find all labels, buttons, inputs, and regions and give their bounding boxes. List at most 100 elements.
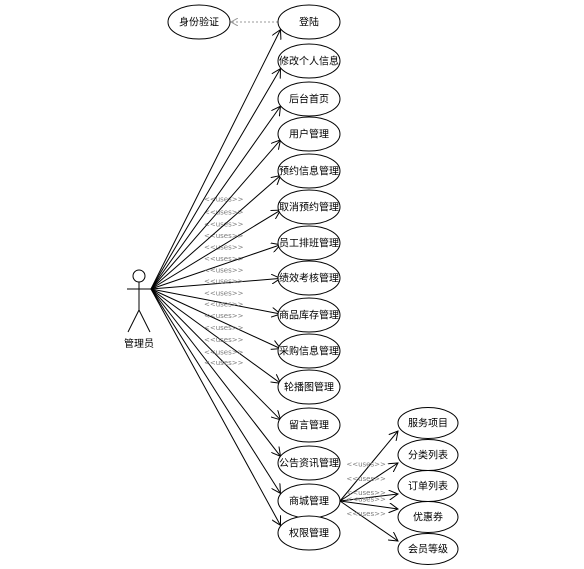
edge-performance: [150, 278, 280, 290]
edge-cancel-booking: [150, 210, 280, 290]
uses-label-cancel-booking: <<uses>>: [204, 255, 244, 263]
usecase-member-level-ellipse: [397, 533, 459, 565]
usecase-message: 留言管理: [277, 407, 341, 443]
uses-label-user-mgmt: <<uses>>: [204, 232, 244, 240]
usecase-cancel-booking-ellipse: [277, 189, 341, 225]
actor-figure: 管理员: [124, 269, 154, 350]
edge-category-list: [339, 463, 398, 502]
usecase-permission-label: 权限管理: [289, 527, 329, 540]
usecase-purchase-label: 采购信息管理: [279, 345, 339, 358]
usecase-service-items-ellipse: [397, 407, 459, 439]
usecase-message-label: 留言管理: [289, 419, 329, 432]
nodes-layer: 身份验证 登陆修改个人信息后台首页用户管理预约信息管理取消预约管理员工排班管理绩效…: [167, 4, 459, 565]
usecase-performance-ellipse: [277, 260, 341, 296]
auth-usecase-ellipse: [167, 4, 231, 40]
usecase-user-mgmt-ellipse: [277, 116, 341, 152]
edge-user-mgmt: [150, 140, 280, 290]
usecase-purchase-ellipse: [277, 333, 341, 369]
edge-login: [150, 30, 280, 290]
usecase-admin-home: 后台首页: [277, 81, 341, 117]
usecase-inventory-label: 商品库存管理: [279, 309, 339, 322]
uses-label-carousel: <<uses>>: [204, 312, 244, 320]
edge-news: [150, 288, 280, 456]
usecase-performance-label: 绩效考核管理: [279, 272, 339, 285]
edge-member-level: [339, 500, 398, 541]
uses-label-message: <<uses>>: [204, 324, 244, 332]
edge-message: [150, 288, 280, 420]
usecase-carousel-label: 轮播图管理: [284, 381, 334, 394]
usecase-login: 登陆: [277, 4, 341, 40]
uses-label-performance: <<uses>>: [204, 278, 244, 286]
usecase-carousel: 轮播图管理: [277, 369, 341, 405]
actor-head: [132, 269, 146, 283]
uses-label-news: <<uses>>: [204, 336, 244, 344]
uses-label-edit-profile: <<uses>>: [204, 208, 244, 216]
usecase-staff-schedule: 员工排班管理: [277, 225, 341, 261]
usecase-member-level-label: 会员等级: [408, 543, 448, 556]
uses-label-mall: <<uses>>: [204, 348, 244, 356]
uses-label-purchase: <<uses>>: [204, 301, 244, 309]
usecase-order-list: 订单列表: [397, 470, 459, 502]
uses-label-booking-mgmt: <<uses>>: [204, 244, 244, 252]
usecase-staff-schedule-label: 员工排班管理: [279, 237, 339, 250]
usecase-edit-profile-label: 修改个人信息: [279, 55, 339, 68]
usecase-category-list-label: 分类列表: [408, 449, 448, 462]
usecase-mall: 商城管理: [277, 483, 341, 519]
usecase-coupon: 优惠券: [397, 501, 459, 533]
edge-mall: [150, 288, 280, 493]
uses-label-login: <<uses>>: [204, 195, 244, 203]
usecase-cancel-booking: 取消预约管理: [277, 189, 341, 225]
usecase-category-list: 分类列表: [397, 439, 459, 471]
usecase-coupon-label: 优惠券: [413, 511, 443, 524]
usecase-permission-ellipse: [277, 515, 341, 551]
uses-label-member-level: <<uses>>: [346, 510, 386, 518]
uses-label-staff-schedule: <<uses>>: [204, 266, 244, 274]
auth-usecase: 身份验证: [167, 4, 231, 40]
uses-label-permission: <<uses>>: [204, 359, 244, 367]
actor-left-leg: [127, 309, 140, 333]
uses-label-order-list: <<uses>>: [346, 489, 386, 497]
auth-usecase-label: 身份验证: [179, 16, 219, 29]
usecase-edit-profile: 修改个人信息: [277, 43, 341, 79]
usecase-login-ellipse: [277, 4, 341, 40]
usecase-service-items-label: 服务项目: [408, 417, 448, 430]
usecase-news-label: 公告资讯管理: [279, 457, 339, 470]
usecase-user-mgmt-label: 用户管理: [289, 128, 329, 141]
uses-label-service-items: <<uses>>: [346, 461, 386, 469]
edge-admin-home: [150, 106, 280, 290]
usecase-admin-home-ellipse: [277, 81, 341, 117]
usecase-inventory-ellipse: [277, 297, 341, 333]
usecase-order-list-label: 订单列表: [408, 480, 448, 493]
usecase-mall-label: 商城管理: [289, 495, 329, 508]
uses-label-category-list: <<uses>>: [346, 475, 386, 483]
usecase-inventory: 商品库存管理: [277, 297, 341, 333]
edge-inventory: [150, 288, 280, 314]
usecase-staff-schedule-ellipse: [277, 225, 341, 261]
uses-label-inventory: <<uses>>: [204, 289, 244, 297]
usecase-admin-home-label: 后台首页: [289, 93, 329, 106]
usecase-purchase: 采购信息管理: [277, 333, 341, 369]
edge-carousel: [150, 288, 280, 383]
uses-label-coupon: <<uses>>: [346, 496, 386, 504]
usecase-message-ellipse: [277, 407, 341, 443]
usecase-cancel-booking-label: 取消预约管理: [279, 201, 339, 214]
usecase-coupon-ellipse: [397, 501, 459, 533]
edge-staff-schedule: [150, 245, 280, 290]
usecase-booking-mgmt-label: 预约信息管理: [279, 165, 339, 178]
usecase-service-items: 服务项目: [397, 407, 459, 439]
usecase-edit-profile-ellipse: [277, 43, 341, 79]
edge-coupon: [339, 500, 398, 509]
usecase-performance: 绩效考核管理: [277, 260, 341, 296]
usecase-login-label: 登陆: [299, 16, 319, 29]
edge-booking-mgmt: [150, 176, 280, 290]
edge-service-items: [339, 431, 398, 502]
edges-layer: <<uses>><<uses>><<uses>><<uses>><<uses>>…: [150, 22, 398, 541]
edge-edit-profile: [150, 69, 280, 290]
actor-right-leg: [138, 309, 151, 333]
edge-purchase: [150, 288, 280, 349]
usecase-user-mgmt: 用户管理: [277, 116, 341, 152]
usecase-news-ellipse: [277, 445, 341, 481]
usecase-member-level: 会员等级: [397, 533, 459, 565]
